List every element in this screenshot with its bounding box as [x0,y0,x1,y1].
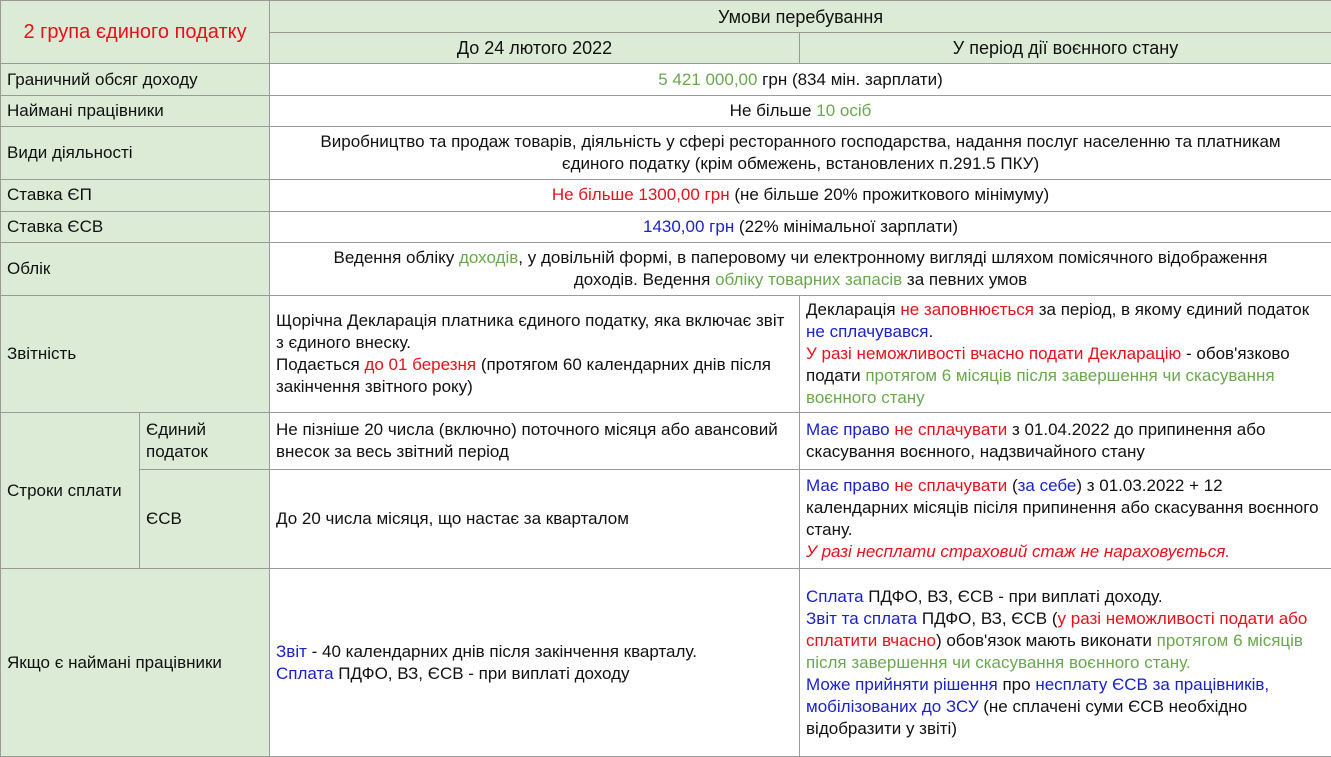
accounting-row: Облік Ведення обліку доходів, у довільні… [0,241,1331,296]
payment-esv-martial: Має право не сплачувати (за себе) з 01.0… [799,469,1331,570]
ep-rate-row: Ставка ЄП Не більше 1300,00 грн (не біль… [0,179,1331,212]
payment-ep-martial: Має право не сплачувати з 01.04.2022 до … [799,412,1331,471]
payment-ep-label: Єдиний податок [138,412,271,471]
hired-employees-martial: Сплата ПДФО, ВЗ, ЄСВ - при виплаті доход… [799,568,1331,757]
activities-row: Види діяльності Виробництво та продаж то… [0,126,1331,181]
esv-rate-highlight: 1430,00 грн [642,216,735,236]
hired-employees-label: Якщо є наймані працівники [0,568,271,757]
payment-terms-label: Строки сплати [0,412,140,570]
ep-rate-highlight: Не більше 1300,00 грн [551,185,730,205]
before-feb24-header: До 24 лютого 2022 [269,32,801,65]
income-limit-row: Граничний обсяг доходу 5 421 000,00 грн … [0,63,1331,97]
activities-value: Виробництво та продаж товарів, діяльніст… [269,126,1331,181]
accounting-label: Облік [0,241,271,296]
payment-esv-row: ЄСВ До 20 числа місяця, що настає за ква… [1,469,1331,570]
reporting-martial: Декларація не заповнюється за період, в … [799,294,1331,414]
income-limit-value: 5 421 000,00 грн (834 мін. зарплати) [269,63,1331,97]
employees-value: Не більше 10 осіб [269,95,1331,128]
esv-rate-row: Ставка ЄСВ 1430,00 грн (22% мінімальної … [0,210,1331,243]
income-limit-amount: 5 421 000,00 [658,69,758,89]
income-limit-label: Граничний обсяг доходу [0,63,271,97]
payment-esv-before: До 20 числа місяця, що настає за квартал… [269,469,801,570]
hired-employees-row: Якщо є наймані працівники Звіт - 40 кале… [0,568,1331,757]
activities-label: Види діяльності [0,126,271,181]
table-title: 2 група єдиного податку [0,0,271,65]
payment-ep-row: Строки сплати Єдиний податок Не пізніше … [0,412,1331,570]
employees-row: Наймані працівники Не більше 10 осіб [0,95,1331,128]
martial-law-header: У період дії воєнного стану [799,32,1331,65]
accounting-value: Ведення обліку доходів, у довільній форм… [269,241,1331,296]
ep-rate-value: Не більше 1300,00 грн (не більше 20% про… [269,179,1331,212]
hired-employees-before: Звіт - 40 календарних днів після закінче… [269,568,801,757]
payment-ep-before: Не пізніше 20 числа (включно) поточного … [269,412,801,471]
reporting-label: Звітність [0,294,271,414]
reporting-row: Звітність Щорічна Декларація платника єд… [0,294,1331,414]
reporting-before: Щорічна Декларація платника єдиного пода… [269,294,801,414]
esv-rate-value: 1430,00 грн (22% мінімальної зарплати) [269,210,1331,243]
ep-rate-label: Ставка ЄП [0,179,271,212]
employees-label: Наймані працівники [0,95,271,128]
esv-rate-label: Ставка ЄСВ [0,210,271,243]
employees-count: 10 осіб [816,101,872,121]
payment-esv-label: ЄСВ [138,469,271,570]
conditions-header: Умови перебування [269,0,1331,34]
